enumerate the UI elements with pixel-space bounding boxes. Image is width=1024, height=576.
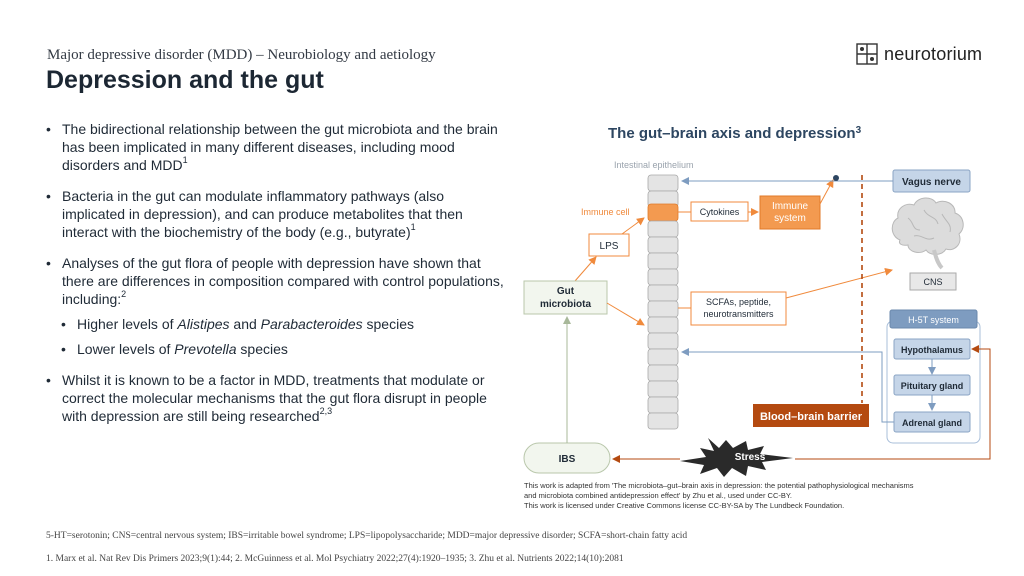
credit-line: This work is adapted from 'The microbiot…	[524, 481, 914, 490]
pituitary-label: Pituitary gland	[901, 381, 964, 391]
scfa-label: neurotransmitters	[703, 309, 774, 319]
genus-name: Prevotella	[174, 341, 237, 357]
immune-system-label: Immune	[772, 201, 809, 212]
bullet-text: Analyses of the gut flora of people with…	[62, 255, 504, 307]
citation: 1	[182, 155, 188, 166]
vagus-junction-dot	[833, 175, 839, 181]
sub-bullet-item: Lower levels of Prevotella species	[46, 340, 506, 358]
genus-name: Parabacteroides	[260, 316, 363, 332]
immune-cell	[647, 203, 679, 222]
sub-bullet-text: Higher levels of	[77, 316, 178, 332]
credit-line: and microbiota combined antidepression e…	[524, 491, 792, 500]
hypothalamus-label: Hypothalamus	[901, 345, 963, 355]
diagram-title: The gut–brain axis and depression3	[608, 125, 862, 142]
ht-system-box	[889, 309, 978, 329]
slide-title: Depression and the gut	[46, 66, 324, 94]
immune-system-box	[759, 195, 821, 230]
bbb-box	[753, 404, 869, 427]
citation: 1	[410, 222, 416, 233]
slide-subtitle: Major depressive disorder (MDD) – Neurob…	[47, 47, 436, 63]
neurotorium-logo: neurotorium	[856, 43, 982, 65]
bullet-item: The bidirectional relationship between t…	[46, 120, 506, 174]
stress-starburst	[680, 438, 793, 477]
stress-label: Stress	[735, 452, 766, 463]
sub-bullet-text: Lower levels of	[77, 341, 175, 357]
sub-bullet-item: Higher levels of Alistipes and Parabacte…	[46, 315, 506, 333]
gut-microbiota-label: microbiota	[540, 299, 592, 310]
adrenal-label: Adrenal gland	[902, 418, 962, 428]
sub-bullet-text: species	[236, 341, 288, 357]
bullet-text: Whilst it is known to be a factor in MDD…	[62, 372, 487, 424]
cns-label: CNS	[923, 277, 942, 287]
brain-icon	[891, 197, 964, 270]
sub-bullet-text: species	[362, 316, 414, 332]
immune-system-label: system	[774, 213, 806, 224]
scfa-box	[690, 291, 787, 326]
ht-system-label: H-5T system	[908, 315, 959, 325]
lps-label: LPS	[600, 241, 619, 252]
logo-text: neurotorium	[884, 43, 983, 64]
gut-brain-axis-diagram: The gut–brain axis and depression3 Intes…	[523, 125, 991, 510]
gut-microbiota-box	[523, 280, 608, 315]
bullet-text: Bacteria in the gut can modulate inflamm…	[62, 188, 463, 240]
credit-line: This work is licensed under Creative Com…	[524, 501, 844, 510]
ibs-label: IBS	[559, 454, 576, 465]
bbb-label: Blood–brain barrier	[760, 411, 863, 423]
bullet-item: Whilst it is known to be a factor in MDD…	[46, 371, 506, 425]
epithelium-label: Intestinal epithelium	[614, 160, 694, 170]
logo-mark-icon	[856, 43, 878, 65]
cns-box	[909, 272, 957, 291]
abbreviations: 5-HT=serotonin; CNS=central nervous syst…	[46, 531, 688, 541]
intestinal-epithelium	[647, 174, 679, 430]
vagus-nerve-label: Vagus nerve	[902, 177, 961, 188]
immune-cell-label: Immune cell	[581, 207, 630, 217]
genus-name: Alistipes	[177, 316, 230, 332]
references: 1. Marx et al. Nat Rev Dis Primers 2023;…	[46, 554, 624, 564]
citation: 2	[121, 289, 127, 300]
gut-microbiota-label: Gut	[557, 286, 575, 297]
bullet-item: Bacteria in the gut can modulate inflamm…	[46, 187, 506, 241]
bullet-text: The bidirectional relationship between t…	[62, 121, 498, 173]
scfa-label: SCFAs, peptide,	[706, 297, 771, 307]
bullet-list: The bidirectional relationship between t…	[46, 120, 506, 438]
citation: 2,3	[319, 406, 333, 417]
lps-box	[588, 233, 630, 257]
bullet-item: Analyses of the gut flora of people with…	[46, 254, 506, 308]
sub-bullet-text: and	[229, 316, 261, 332]
cytokines-label: Cytokines	[700, 207, 740, 217]
